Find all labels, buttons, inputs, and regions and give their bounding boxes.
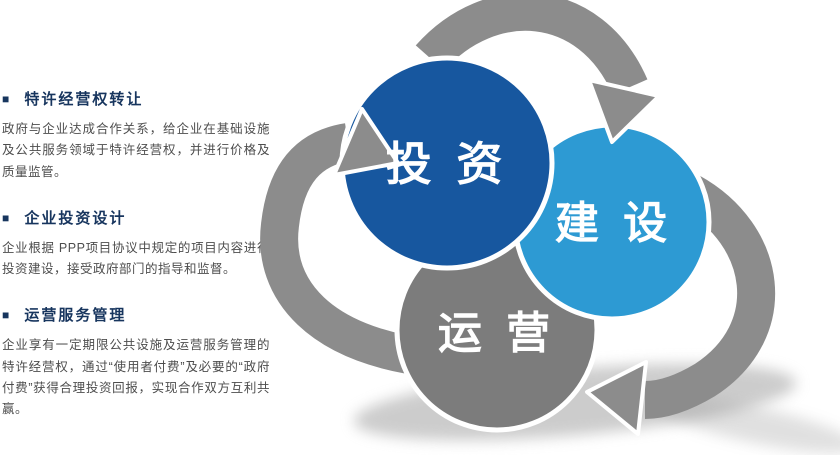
section-body-text: 政府与企业达成合作关系，给企业在基础设施及公共服务领域于特许经营权，并进行价格及… <box>2 122 270 179</box>
ground-shadow-tail <box>652 396 840 454</box>
bullet-square-icon: ■ <box>2 92 12 106</box>
section-title: ■ 特许经营权转让 <box>2 88 270 109</box>
section-title-text: 特许经营权转让 <box>24 91 144 108</box>
section-title: ■ 运营服务管理 <box>2 304 270 325</box>
arrow-build-to-operate <box>644 175 776 419</box>
section-enterprise-investment: ■ 企业投资设计 企业根据 PPP项目协议中规定的项目内容进行投资建设，接受政府… <box>2 207 270 281</box>
section-operation-service: ■ 运营服务管理 企业享有一定期限公共设施及运营服务管理的特许经营权，通过“使用… <box>2 304 270 420</box>
arrowhead-invest-to-build-icon <box>587 78 661 144</box>
node-label-build: 建 设 <box>555 199 673 248</box>
section-body-text: 企业享有一定期限公共设施及运营服务管理的特许经营权，通过“使用者付费”及必要的“… <box>2 338 270 416</box>
node-label-operate: 运 营 <box>438 309 556 358</box>
section-title-text: 企业投资设计 <box>24 209 127 227</box>
info-column: ■ 特许经营权转让 政府与企业达成合作关系，给企业在基础设施及公共服务领域于特许… <box>2 88 270 444</box>
section-body-text: 企业根据 PPP项目协议中规定的项目内容进行投资建设，接受政府部门的指导和监督。 <box>2 240 270 276</box>
section-title: ■ 企业投资设计 <box>2 207 270 228</box>
node-label-invest: 投 资 <box>386 138 509 190</box>
arrow-operate-to-invest <box>260 123 433 377</box>
arrowhead-operate-to-invest-icon <box>332 107 400 177</box>
arrow-invest-to-build <box>415 0 648 96</box>
bullet-square-icon: ■ <box>2 308 12 323</box>
bullet-square-icon: ■ <box>2 210 12 225</box>
section-title-text: 运营服务管理 <box>24 307 127 325</box>
section-franchise-transfer: ■ 特许经营权转让 政府与企业达成合作关系，给企业在基础设施及公共服务领域于特许… <box>2 88 270 183</box>
arrowhead-build-to-operate-icon <box>585 360 648 436</box>
